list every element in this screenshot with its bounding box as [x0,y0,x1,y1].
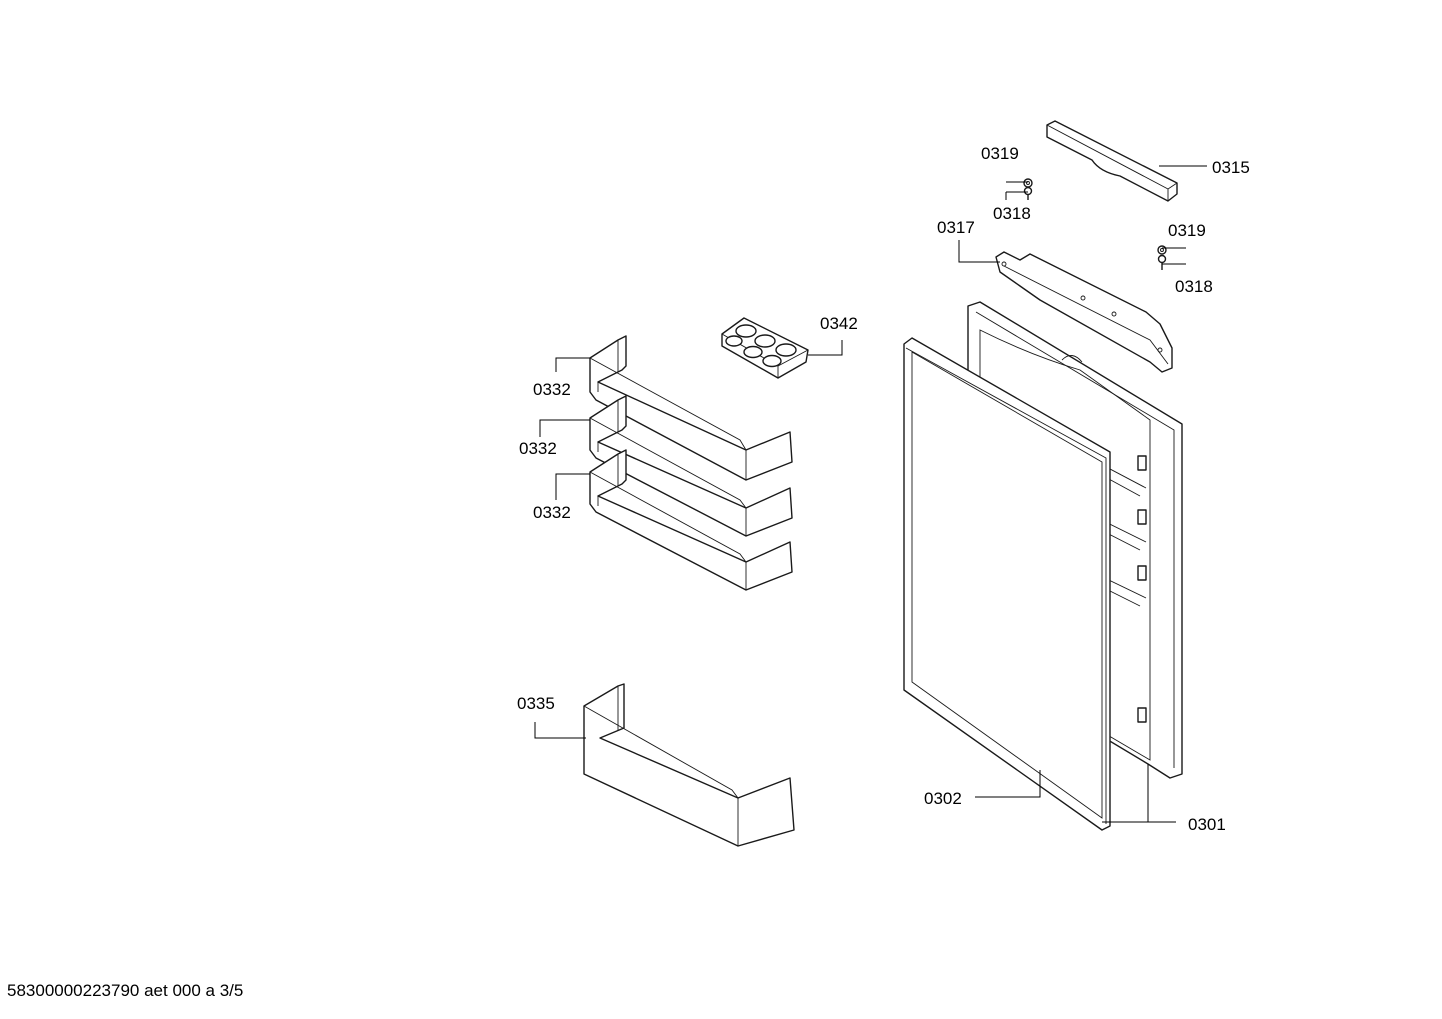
part-0332-door-shelf-3 [589,449,793,591]
part-0318-screw-left [1023,186,1033,200]
part-0302-door-gasket [903,337,1111,831]
part-0335-bottle-shelf [583,683,795,847]
part-0319-nut-left [1023,178,1033,188]
label-0318-right: 0318 [1175,277,1213,296]
label-0315: 0315 [1212,158,1250,177]
label-0332-top: 0332 [533,380,571,399]
part-0318-screw-right [1157,254,1167,270]
document-footer-id: 58300000223790 aet 000 a 3/5 [7,981,244,1000]
label-0332-middle: 0332 [519,439,557,458]
part-0319-nut-right [1157,245,1167,255]
label-0302: 0302 [924,789,962,808]
label-0335: 0335 [517,694,555,713]
label-0301: 0301 [1188,815,1226,834]
label-0319-left: 0319 [981,144,1019,163]
part-0332-door-shelf-1 [589,335,793,481]
part-labels: 0315 0319 0318 0317 0319 0318 0342 0332 … [517,144,1250,834]
label-0317: 0317 [937,218,975,237]
leader-lines [534,165,1207,823]
part-0332-door-shelf-2 [589,395,793,537]
label-0332-bottom: 0332 [533,503,571,522]
part-0315-door-cover [1046,120,1178,202]
part-0342-egg-tray [721,317,809,379]
label-0318-left: 0318 [993,204,1031,223]
part-0317-hinge-bracket [995,251,1173,373]
label-0342: 0342 [820,314,858,333]
label-0319-right: 0319 [1168,221,1206,240]
